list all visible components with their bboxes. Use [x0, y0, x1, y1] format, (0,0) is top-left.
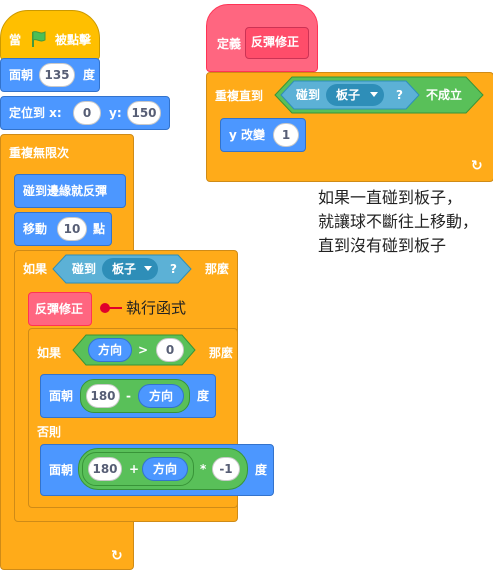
bounce-label: 碰到邊緣就反彈	[23, 184, 108, 198]
define-name-block[interactable]	[245, 27, 309, 59]
define-name-label: 反彈修正	[251, 35, 300, 49]
else-label: 否則	[37, 425, 62, 439]
if1-touch-target-dropdown[interactable]: 板子	[102, 258, 158, 280]
annotation-dot-icon	[100, 303, 110, 313]
define-hat-block[interactable]: 定義 反彈修正	[206, 4, 318, 72]
define-question-mark: ?	[396, 88, 403, 102]
if1-touch-label: 碰到	[72, 262, 97, 276]
if2-operator: >	[138, 343, 149, 357]
point-in-direction-block[interactable]: 面朝 135 度	[0, 58, 100, 92]
define-touch-target-dropdown[interactable]: 板子	[326, 84, 384, 106]
if1-question-mark: ?	[170, 262, 177, 276]
when-flag-clicked-block[interactable]: 當 被點擊	[0, 10, 100, 60]
else-180-input[interactable]: 180	[88, 457, 122, 481]
repeat-loop-arrow-icon: ↻	[471, 158, 483, 174]
if2-value-input[interactable]: 0	[156, 338, 184, 362]
else-point-label: 面朝	[49, 463, 74, 477]
define-touch-label: 碰到	[296, 88, 321, 102]
point-dir-unit: 度	[83, 68, 96, 82]
move-unit: 點	[93, 222, 106, 236]
define-label: 定義	[217, 37, 242, 51]
goto-y-input[interactable]: 150	[127, 101, 161, 125]
green-flag-icon	[29, 29, 49, 53]
point-dir-label: 面朝	[9, 68, 34, 82]
change-y-input[interactable]: 1	[273, 123, 299, 147]
hat-when-label: 當	[9, 33, 22, 47]
if1-label: 如果	[23, 262, 48, 276]
else-direction-reporter[interactable]: 方向	[142, 457, 188, 481]
repeat-until-label: 重複直到	[215, 89, 264, 103]
move-steps-input[interactable]: 10	[57, 217, 87, 241]
if2-label: 如果	[37, 346, 62, 360]
if2-then-label: 那麼	[209, 346, 234, 360]
define-dropdown-arrow-icon	[370, 92, 378, 97]
else-neg-one-input[interactable]: -1	[212, 457, 240, 481]
then-180-input[interactable]: 180	[86, 384, 120, 408]
not-label: 不成立	[426, 88, 463, 102]
call-annotation: 執行函式	[126, 299, 187, 317]
forever-label: 重複無限次	[9, 146, 70, 160]
bounce-on-edge-block[interactable]: 碰到邊緣就反彈	[14, 174, 126, 208]
goto-x-input[interactable]: 0	[73, 101, 101, 125]
forever-loop-arrow-icon: ↻	[111, 548, 123, 564]
move-steps-block[interactable]: 移動 10 點	[14, 212, 112, 246]
define-script: 定義 反彈修正 重複直到 ↻ 碰到 板子 ? 不成立 y 改變 1	[0, 0, 493, 200]
explanation-note: 如果一直碰到板子， 就讓球不斷往上移動， 直到沒有碰到板子	[318, 186, 493, 266]
move-label: 移動	[23, 222, 48, 236]
goto-y-label: y:	[109, 106, 122, 120]
change-y-label: y 改變	[229, 128, 266, 142]
direction-input[interactable]: 135	[39, 63, 75, 87]
note-line-2: 就讓球不斷往上移動，	[318, 212, 479, 231]
annotation-line	[108, 307, 122, 309]
else-multiply-operator: *	[200, 462, 207, 476]
if2-direction-reporter[interactable]: 方向	[88, 338, 132, 362]
then-point-unit: 度	[197, 389, 210, 403]
change-y-block[interactable]: y 改變 1	[220, 118, 306, 152]
else-plus-operator: +	[129, 462, 140, 476]
then-point-label: 面朝	[49, 389, 74, 403]
call-block-label: 反彈修正	[35, 302, 84, 316]
hat-clicked-label: 被點擊	[55, 33, 92, 47]
if1-then-label: 那麼	[205, 262, 230, 276]
if1-dropdown-arrow-icon	[144, 266, 152, 271]
main-script: 當 被點擊 面朝 135 度 定位到 x: 0 y: 150 重複無限次 ↻ 碰…	[0, 10, 274, 570]
then-minus-operator: -	[126, 389, 131, 403]
goto-label: 定位到 x:	[9, 106, 62, 120]
call-bounce-fix-block[interactable]: 反彈修正	[28, 292, 92, 326]
else-point-unit: 度	[255, 463, 268, 477]
note-line-3: 直到沒有碰到板子	[318, 236, 447, 255]
then-direction-reporter[interactable]: 方向	[138, 384, 184, 408]
go-to-xy-block[interactable]: 定位到 x: 0 y: 150	[0, 96, 170, 130]
note-line-1: 如果一直碰到板子，	[318, 188, 463, 207]
